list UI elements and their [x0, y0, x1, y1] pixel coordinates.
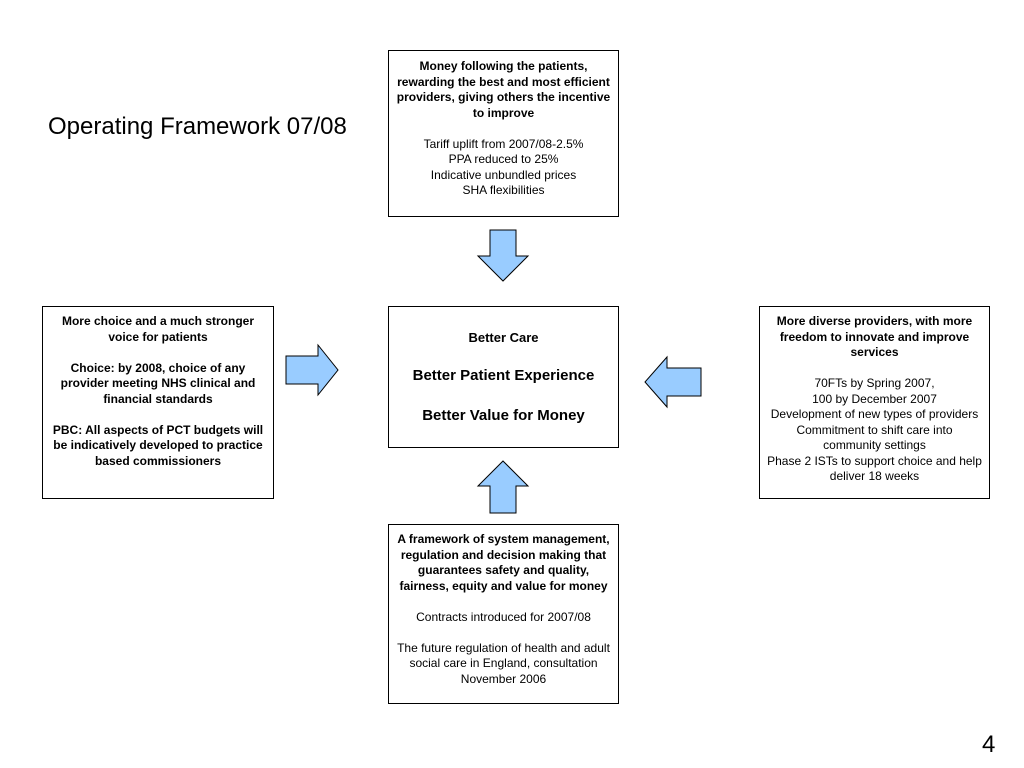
- diverse-providers-box: More diverse providers, with more freedo…: [759, 306, 990, 499]
- contracts-statement: Contracts introduced for 2007/08: [416, 609, 591, 624]
- outcome-better-care: Better Care: [468, 330, 539, 345]
- outcomes-box: Better Care Better Patient Experience Be…: [388, 306, 619, 448]
- provider-item: 70FTs by Spring 2007,: [814, 376, 935, 390]
- regulation-statement: The future regulation of health and adul…: [397, 640, 610, 686]
- page-number: 4: [982, 731, 996, 758]
- system-management-box: A framework of system management, regula…: [388, 524, 619, 704]
- funding-item: Indicative unbundled prices: [430, 167, 577, 182]
- funding-box: Money following the patients, rewarding …: [388, 50, 619, 217]
- slide-title: Operating Framework 07/08: [48, 113, 347, 140]
- provider-item: Development of new types of providers: [770, 407, 979, 421]
- funding-item: SHA flexibilities: [462, 183, 545, 197]
- system-management-heading: A framework of system management, regula…: [397, 532, 610, 593]
- provider-item: Commitment to shift care into community …: [796, 422, 953, 453]
- left-arrow-icon: [644, 355, 702, 409]
- up-arrow-icon: [476, 460, 530, 514]
- choice-statement: Choice: by 2008, choice of any provider …: [60, 360, 256, 406]
- funding-heading: Money following the patients, rewarding …: [396, 59, 611, 120]
- right-arrow-icon: [285, 343, 339, 397]
- provider-item: 100 by December 2007: [812, 391, 937, 406]
- diverse-providers-heading: More diverse providers, with more freedo…: [776, 314, 973, 359]
- down-arrow-icon: [476, 229, 530, 282]
- funding-item: Tariff uplift from 2007/08-2.5%: [423, 136, 584, 151]
- patient-choice-box: More choice and a much stronger voice fo…: [42, 306, 274, 499]
- funding-item: PPA reduced to 25%: [448, 152, 559, 166]
- outcome-patient-experience: Better Patient Experience: [412, 367, 595, 384]
- patient-choice-heading: More choice and a much stronger voice fo…: [61, 314, 255, 344]
- outcome-value-for-money: Better Value for Money: [422, 407, 585, 424]
- provider-item: Phase 2 ISTs to support choice and help …: [767, 453, 982, 484]
- pbc-statement: PBC: All aspects of PCT budgets will be …: [52, 422, 264, 468]
